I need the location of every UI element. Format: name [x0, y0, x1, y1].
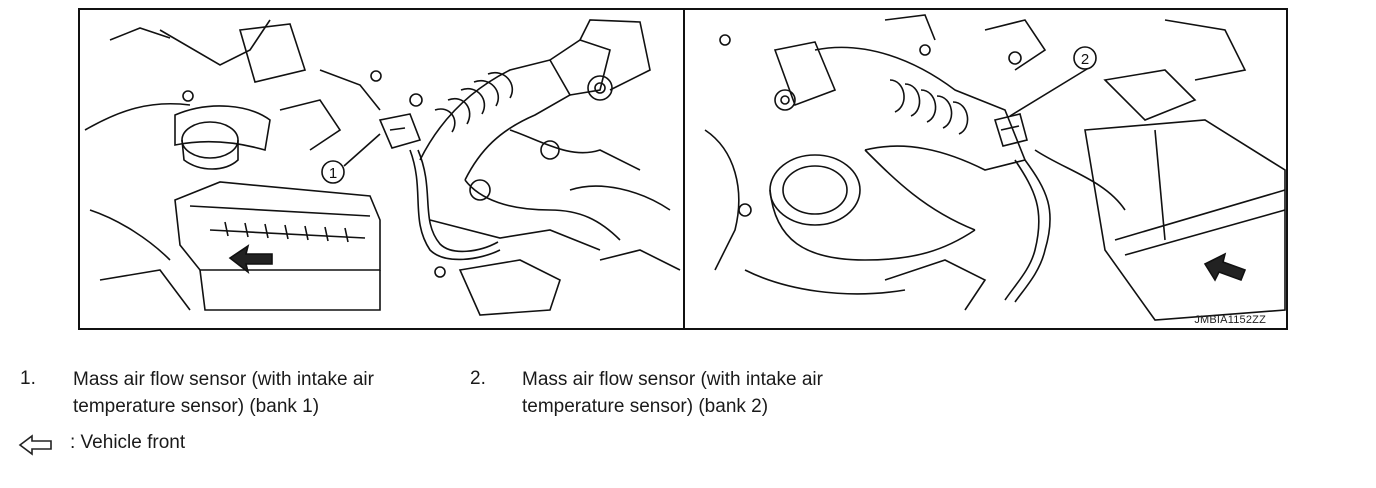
engine-illustration: 1: [78, 8, 1288, 330]
engine-bay-right-panel: 2: [704, 14, 1286, 321]
legend-number-1: 1.: [20, 368, 36, 389]
vehicle-front-label: : Vehicle front: [70, 432, 186, 453]
legend-item-2-line1: Mass air flow sensor (with intake air: [522, 369, 823, 390]
callout-1-label: 1: [329, 165, 337, 182]
legend-item-1: Mass air flow sensor (with intake air te…: [73, 366, 374, 420]
callout-2-label: 2: [1081, 51, 1089, 68]
hollow-left-arrow-icon: [18, 434, 52, 456]
figure-code: JMBIA1152ZZ: [1194, 314, 1266, 326]
legend-number-2: 2.: [470, 368, 486, 389]
panel-divider: [683, 10, 685, 328]
legend-item-1-line2: temperature sensor) (bank 1): [73, 396, 320, 417]
legend-item-2: Mass air flow sensor (with intake air te…: [522, 366, 823, 420]
legend-item-1-line1: Mass air flow sensor (with intake air: [73, 369, 374, 390]
legend-item-2-line2: temperature sensor) (bank 2): [522, 396, 769, 417]
engine-bay-left-panel: 1: [84, 19, 681, 316]
